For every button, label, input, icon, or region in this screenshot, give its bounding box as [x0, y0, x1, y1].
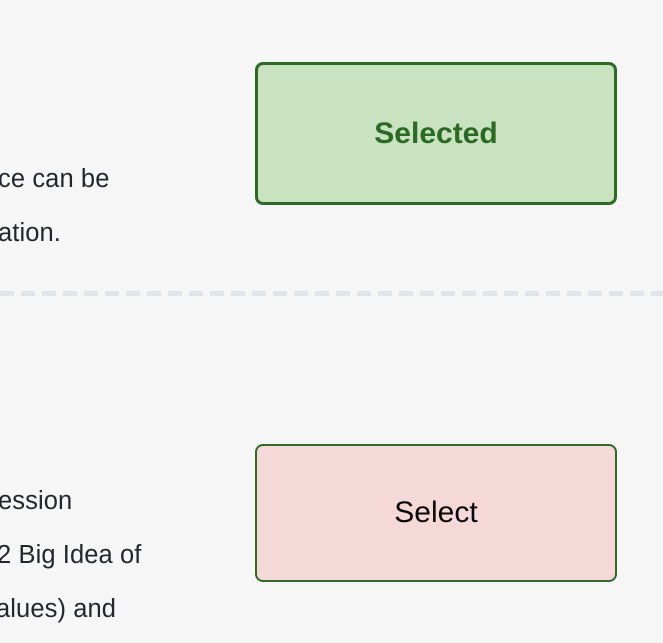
item-description-line: ce can be [0, 165, 110, 193]
select-button[interactable]: Select [255, 444, 617, 582]
list-item: ession 2 Big Idea of alues) and Select [0, 298, 663, 643]
selected-button[interactable]: Selected [255, 62, 617, 205]
list-item: ce can be ation. Selected [0, 0, 663, 294]
item-description-line: ession [0, 487, 73, 515]
item-description-line: alues) and [0, 595, 117, 623]
dashed-divider [0, 291, 663, 296]
item-description-line: 2 Big Idea of [0, 541, 142, 569]
item-description-line: ation. [0, 219, 61, 247]
